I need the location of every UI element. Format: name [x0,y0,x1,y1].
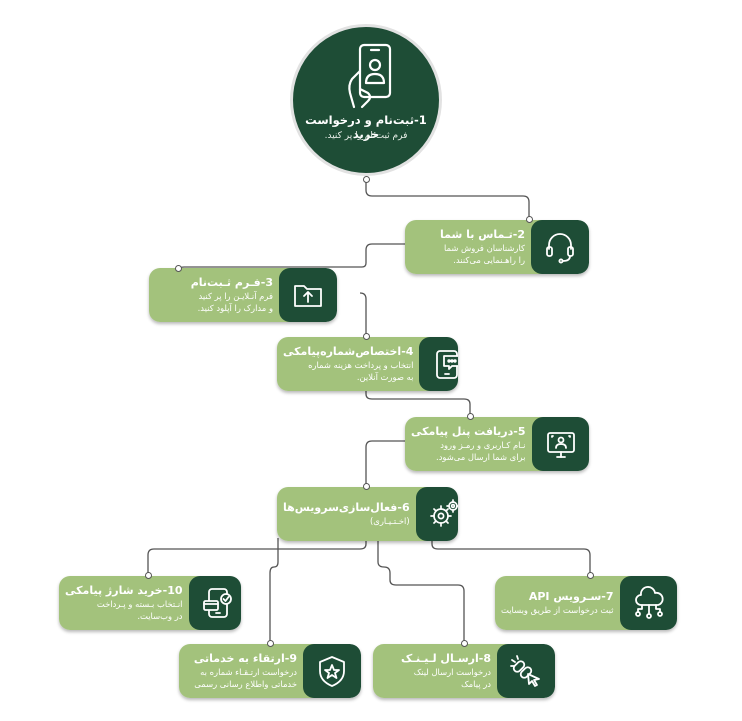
step-5-desc-line-1: نـام کـاربری و رمـز ورود [440,440,526,450]
connector-dot [526,216,533,223]
phone-user-icon [348,43,392,109]
cloud-network-icon [634,586,664,619]
gears-icon [429,499,458,527]
step-3-card: 3-فـرم ثـبت‌نام فرم آنـلایـن را پر کنید … [149,268,337,322]
headset-icon [546,233,574,264]
badge-star-icon [319,656,345,687]
step-6-title: 6-فعال‌سازی‌سرویس‌ها [283,501,410,514]
connector-dot [363,333,370,340]
connector-dot [363,176,370,183]
step-10-desc-line-1: انـتخاب بـسته و پـرداخت [96,599,183,609]
connector-dot [461,640,468,647]
step-3-title: 3-فـرم ثـبت‌نام [190,276,273,289]
connector-dot [467,413,474,420]
folder-upload-icon [294,285,322,307]
phone-chat-icon [436,350,458,379]
step-5-desc-line-2: برای شما ارسال می‌شود. [436,452,526,462]
connector-dot [587,572,594,579]
phone-card-icon [202,588,232,618]
connector-dot [175,265,182,272]
step-7-title: 7-سـرویس API [528,590,614,603]
step-8-desc-line-1: درخواست ارسال لینک [413,667,491,677]
step-3-desc-line-2: و مدارک را آپلود کنید. [197,303,273,313]
step-10-title: 10-خرید شارژ پیامکی [65,584,183,597]
step-9-title: 9-ارتقاء به خدماتی [193,652,297,665]
connector-dot [363,483,370,490]
step-2-card: 2-تـماس با شما کارشناسان فروش شما را راه… [405,220,589,274]
step-1-title: 1-ثبت‌نام و درخواست خرید [305,113,427,141]
step-4-desc-line-1: انتخاب و پرداخت هزینه شماره [308,360,414,370]
link-click-icon [510,655,540,687]
step-5-card: 5-دریافت پنل پیامکی نـام کـاربری و رمـز … [405,417,589,471]
step-10-card: 10-خرید شارژ پیامکی انـتخاب بـسته و پـرد… [59,576,241,630]
step-4-card: 4-اختصاص‌شماره‌پیامکی انتخاب و پرداخت هز… [277,337,458,391]
step-1-desc: فرم ثبت‌نام را پر کنید. [324,131,408,141]
monitor-user-icon [546,432,575,458]
connector-dot [267,640,274,647]
step-4-desc-line-2: به صورت آنلاین. [356,372,414,382]
step-1-circle: 1-ثبت‌نام و درخواست خرید فرم ثبت‌نام را … [290,24,442,176]
step-3-desc-line-1: فرم آنـلایـن را پر کنید [198,291,274,301]
step-6-desc-line-1: (اخـتـیـاری) [370,516,410,526]
step-7-desc-line-1: ثبت درخواست از طریق وبسایت [501,605,614,615]
step-5-title: 5-دریافت پنل پیامکی [411,425,526,438]
step-8-desc-line-2: در پیامک [461,679,491,689]
step-2-desc-line-1: کارشناسان فروش شما [443,243,525,253]
connector-dot [145,572,152,579]
step-9-desc-line-1: درخواست ارتـقـاء شماره به [200,667,297,677]
step-9-desc-line-2: خدماتی واطلاع رسانی رسمی [194,679,297,689]
step-7-card: 7-سـرویس API ثبت درخواست از طریق وبسایت [495,576,677,630]
step-4-title: 4-اختصاص‌شماره‌پیامکی [283,345,414,358]
step-10-desc-line-2: در وب‌سایت. [137,611,183,621]
step-8-title: 8-ارسـال لـیـنـک [400,652,491,665]
step-6-card: 6-فعال‌سازی‌سرویس‌ها (اخـتـیـاری) [277,487,458,541]
step-2-desc-line-2: را راهـنمایی می‌کنند. [453,255,525,265]
step-8-card: 8-ارسـال لـیـنـک درخواست ارسال لینک در پ… [373,644,555,698]
step-2-title: 2-تـماس با شما [439,228,525,241]
step-9-card: 9-ارتقاء به خدماتی درخواست ارتـقـاء شمار… [179,644,361,698]
